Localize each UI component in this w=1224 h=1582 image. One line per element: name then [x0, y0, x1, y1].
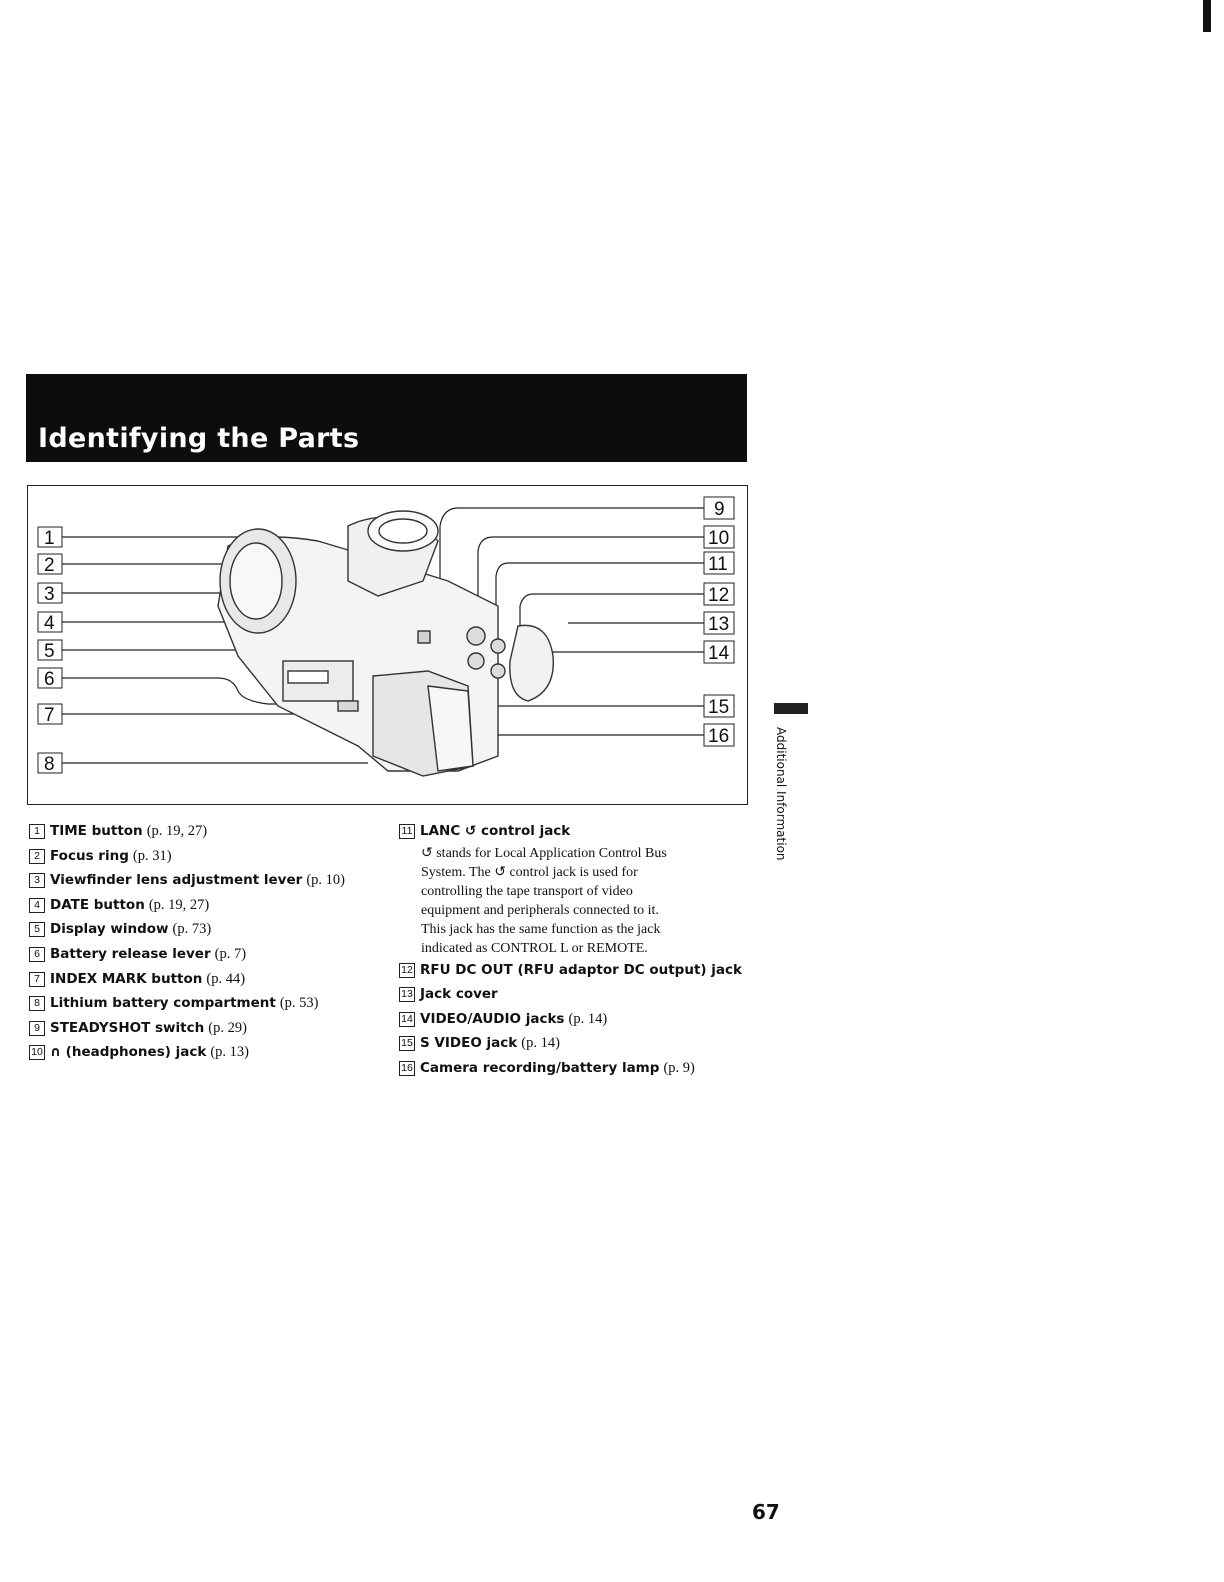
legend-item: 6 Battery release lever (p. 7) [29, 942, 389, 967]
part-name: Display window [50, 921, 169, 938]
section-header-bar: Identifying the Parts [26, 374, 747, 462]
page-ref: (p. 13) [210, 1044, 250, 1061]
item-number: 11 [399, 824, 415, 839]
page-ref: (p. 29) [208, 1019, 247, 1036]
part-name: Viewfinder lens adjustment lever [50, 872, 303, 889]
part-name: S VIDEO jack [420, 1035, 518, 1052]
callout-13: 13 [708, 614, 729, 635]
item-number: 4 [29, 897, 45, 913]
description-line: controlling the tape transport of video [421, 883, 633, 899]
legend-item: 16 Camera recording/battery lamp (p. 9) [399, 1056, 744, 1081]
camcorder-illustration: 1 2 3 4 5 6 7 8 9 10 11 12 13 14 15 16 [37, 496, 735, 777]
page-title: Identifying the Parts [38, 423, 360, 454]
page-ref: (p. 53) [279, 995, 319, 1012]
part-name: INDEX MARK button [50, 970, 203, 987]
part-name: STEADYSHOT switch [50, 1019, 205, 1036]
description-line: System. The ↺ control jack is used for [421, 864, 638, 880]
callout-16: 16 [708, 726, 729, 747]
legend-item: 12 RFU DC OUT (RFU adaptor DC output) jac… [399, 958, 744, 983]
callout-4: 4 [44, 613, 55, 634]
page-ref: (p. 73) [172, 921, 212, 938]
part-name: VIDEO/AUDIO jacks [420, 1010, 565, 1027]
legend-item: 8 Lithium battery compartment (p. 53) [29, 991, 389, 1016]
camcorder-figure: 1 2 3 4 5 6 7 8 9 10 11 12 13 14 15 16 [27, 485, 748, 805]
item-number: 16 [399, 1060, 415, 1076]
item-number: 1 [29, 824, 45, 839]
item-number: 9 [29, 1020, 45, 1036]
item-number: 2 [29, 848, 45, 864]
item-number: 10 [29, 1045, 45, 1061]
part-name: LANC ↺ control jack [420, 823, 571, 839]
legend-item: 9 STEADYSHOT switch (p. 29) [29, 1016, 389, 1041]
page-ref: (p. 7) [214, 945, 247, 962]
callout-12: 12 [708, 585, 729, 606]
legend-item: 13 Jack cover [399, 982, 744, 1007]
callout-7: 7 [44, 705, 55, 726]
legend-item: 7 INDEX MARK button (p. 44) [29, 967, 389, 992]
item-number: 7 [29, 971, 45, 987]
page-ref: (p. 9) [663, 1059, 695, 1076]
item-number: 13 [399, 987, 415, 1003]
part-name: DATE button [50, 896, 145, 913]
callout-3: 3 [44, 584, 55, 605]
left-callouts: 1 2 3 4 5 6 7 8 [37, 526, 63, 775]
legend-item: 4 DATE button (p. 19, 27) [29, 893, 389, 918]
legend-item: 2 Focus ring (p. 31) [29, 844, 389, 869]
callout-15: 15 [708, 697, 729, 718]
legend-item: 15 S VIDEO jack (p. 14) [399, 1031, 744, 1056]
callout-11: 11 [708, 554, 728, 575]
item-number: 12 [399, 962, 415, 978]
right-callouts: 9 10 11 12 13 14 15 16 [703, 496, 735, 747]
part-name: Camera recording/battery lamp [420, 1059, 660, 1076]
item-number: 14 [399, 1011, 415, 1027]
callout-8: 8 [44, 754, 55, 775]
side-tab-marker [774, 703, 808, 714]
page-ref: (p. 19, 27) [148, 896, 210, 913]
callout-1: 1 [44, 528, 55, 549]
callout-2: 2 [44, 555, 55, 576]
description-line: indicated as CONTROL L or REMOTE. [421, 940, 648, 956]
page-ref: (p. 19, 27) [146, 823, 208, 839]
part-name: Lithium battery compartment [50, 995, 276, 1012]
item-number: 3 [29, 873, 45, 889]
part-name: Battery release lever [50, 945, 211, 962]
part-name: TIME button [50, 823, 143, 839]
item-number: 6 [29, 946, 45, 962]
page-number: 67 [752, 1500, 780, 1524]
legend-item: 10 ∩ (headphones) jack (p. 13) [29, 1040, 389, 1065]
item-number: 8 [29, 996, 45, 1012]
page-ref: (p. 10) [306, 872, 345, 889]
page-ref: (p. 14) [568, 1010, 608, 1027]
camcorder-body [217, 510, 554, 777]
legend-item: 1 TIME button (p. 19, 27) [29, 819, 389, 844]
page-ref: (p. 31) [132, 847, 172, 864]
item-number: 15 [399, 1036, 415, 1052]
description-line: ↺ stands for Local Application Control B… [421, 845, 667, 861]
description-line: This jack has the same function as the j… [421, 921, 661, 937]
legend-item: 3 Viewfinder lens adjustment lever (p. 10… [29, 868, 389, 893]
callout-14: 14 [708, 643, 730, 664]
callout-5: 5 [44, 641, 55, 662]
parts-legend-right: 11 LANC ↺ control jack ↺ stands for Local… [399, 819, 744, 1081]
page-edge-mark [1203, 0, 1211, 32]
callout-9: 9 [714, 499, 725, 520]
legend-item-lanc: 11 LANC ↺ control jack [399, 819, 744, 844]
page-ref: (p. 44) [206, 970, 246, 987]
page-ref: (p. 14) [521, 1035, 560, 1052]
lanc-description: ↺ stands for Local Application Control B… [421, 844, 736, 958]
callout-10: 10 [708, 528, 729, 549]
side-tab-label: Additional Information [774, 727, 788, 861]
part-name: Focus ring [50, 847, 129, 864]
legend-item: 5 Display window (p. 73) [29, 917, 389, 942]
parts-legend-left: 1 TIME button (p. 19, 27) 2 Focus ring (p.… [29, 819, 389, 1065]
callout-6: 6 [44, 669, 55, 690]
description-line: equipment and peripherals connected to i… [421, 902, 659, 918]
part-name: RFU DC OUT (RFU adaptor DC output) jack [420, 961, 742, 978]
legend-item: 14 VIDEO/AUDIO jacks (p. 14) [399, 1007, 744, 1032]
part-name: ∩ (headphones) jack [50, 1044, 207, 1061]
part-name: Jack cover [420, 986, 498, 1003]
item-number: 5 [29, 922, 45, 938]
